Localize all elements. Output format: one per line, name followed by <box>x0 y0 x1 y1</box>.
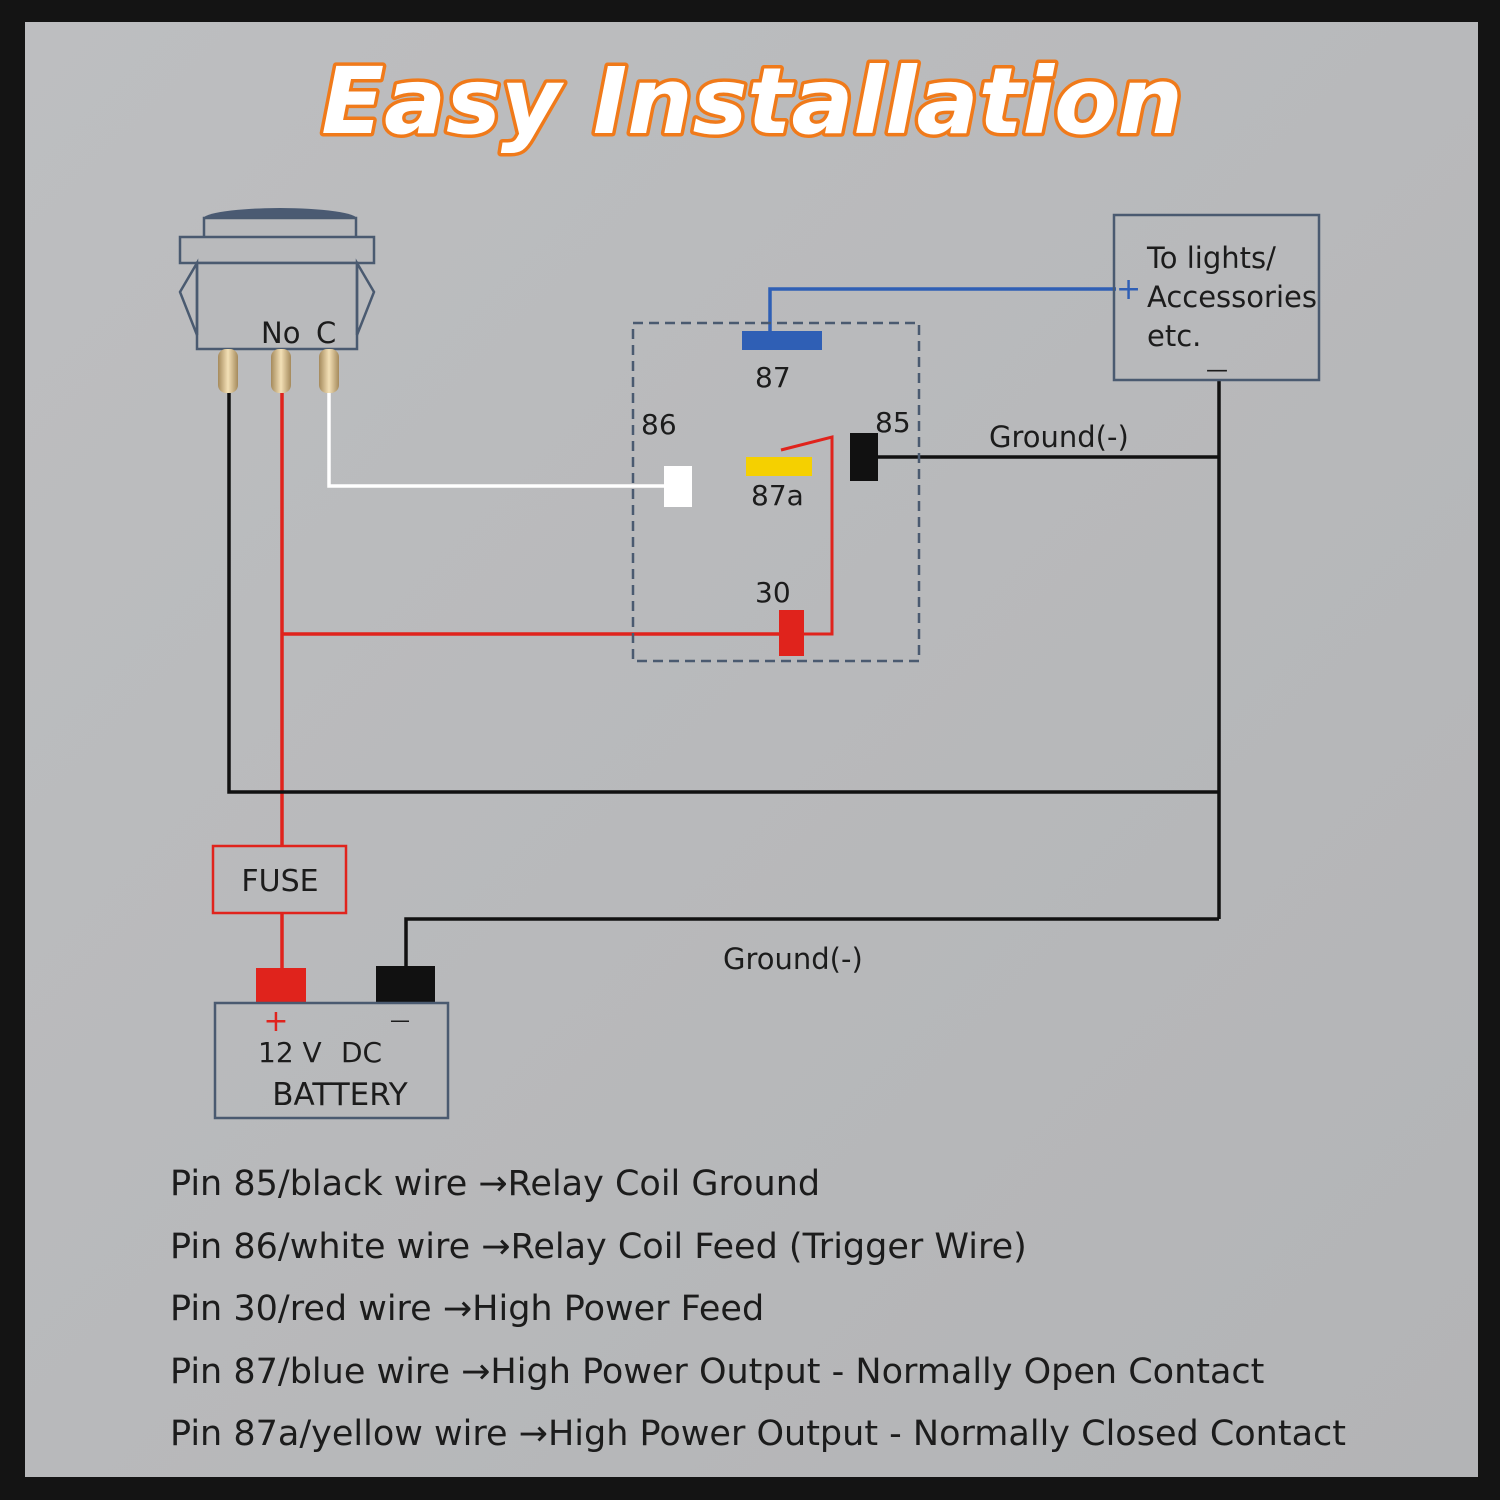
blue-output-wire <box>768 287 1116 331</box>
relay-pin-30 <box>779 610 804 656</box>
legend-line: Pin 87/blue wire →High Power Output - No… <box>170 1352 1264 1392</box>
switch-terminal-no <box>271 349 291 393</box>
black-switch-ground-wire <box>227 393 1219 794</box>
switch-terminal-ground <box>218 349 238 393</box>
legend-line: Pin 85/black wire →Relay Coil Ground <box>170 1164 820 1204</box>
relay-pin-87a <box>746 457 812 476</box>
relay-pin-87 <box>742 331 822 350</box>
switch-terminal-c <box>319 349 339 393</box>
battery-plus: + <box>263 1004 288 1039</box>
relay-pin-86 <box>664 466 692 507</box>
pin-85-label: 85 <box>875 406 911 439</box>
battery: + — 12 V DC BATTERY <box>213 966 450 1120</box>
legend-line: Pin 87a/yellow wire →High Power Output -… <box>170 1414 1346 1454</box>
accessories-box: + To lights/ Accessories etc. — <box>1112 213 1321 383</box>
black-battery-ground-wire <box>404 917 1219 968</box>
accessories-line-2: Accessories <box>1147 280 1317 314</box>
relay: 87 86 87a 85 30 <box>631 321 921 663</box>
pin-legend: Pin 85/black wire →Relay Coil Ground Pin… <box>170 1164 1346 1454</box>
red-internal-link <box>780 435 834 636</box>
pin-86-label: 86 <box>641 408 677 441</box>
ground-label-lower: Ground(-) <box>723 942 863 976</box>
legend-line: Pin 86/white wire →Relay Coil Feed (Trig… <box>170 1227 1027 1267</box>
battery-label: BATTERY <box>272 1077 408 1113</box>
battery-body <box>213 1001 450 1120</box>
switch-flange <box>178 235 376 265</box>
accessories-minus: — <box>1206 358 1228 383</box>
battery-minus: — <box>390 1008 410 1032</box>
fuse: FUSE <box>211 844 348 915</box>
accessories-line-1: To lights/ <box>1146 241 1276 275</box>
pin-30-label: 30 <box>755 576 791 609</box>
accessories-plus: + <box>1116 272 1141 307</box>
relay-pin-85 <box>850 433 878 481</box>
battery-type: DC <box>341 1036 382 1069</box>
switch-c-label: C <box>316 316 336 350</box>
battery-voltage: 12 V <box>258 1036 322 1069</box>
white-trigger-wire <box>327 393 664 488</box>
battery-positive-terminal <box>256 968 306 1003</box>
pin-87a-label: 87a <box>751 479 804 512</box>
switch-no-label: No <box>261 316 300 350</box>
relay-outline <box>631 321 921 663</box>
accessories-line-3: etc. <box>1147 319 1201 353</box>
fuse-label: FUSE <box>241 864 318 899</box>
battery-negative-terminal <box>376 966 435 1003</box>
page-title: Easy Installation <box>321 48 1183 155</box>
ground-label-upper: Ground(-) <box>989 420 1129 454</box>
legend-line: Pin 30/red wire →High Power Feed <box>170 1289 764 1329</box>
wires <box>227 287 1221 968</box>
rocker-switch: No C <box>178 208 376 393</box>
pin-87-label: 87 <box>755 361 791 394</box>
